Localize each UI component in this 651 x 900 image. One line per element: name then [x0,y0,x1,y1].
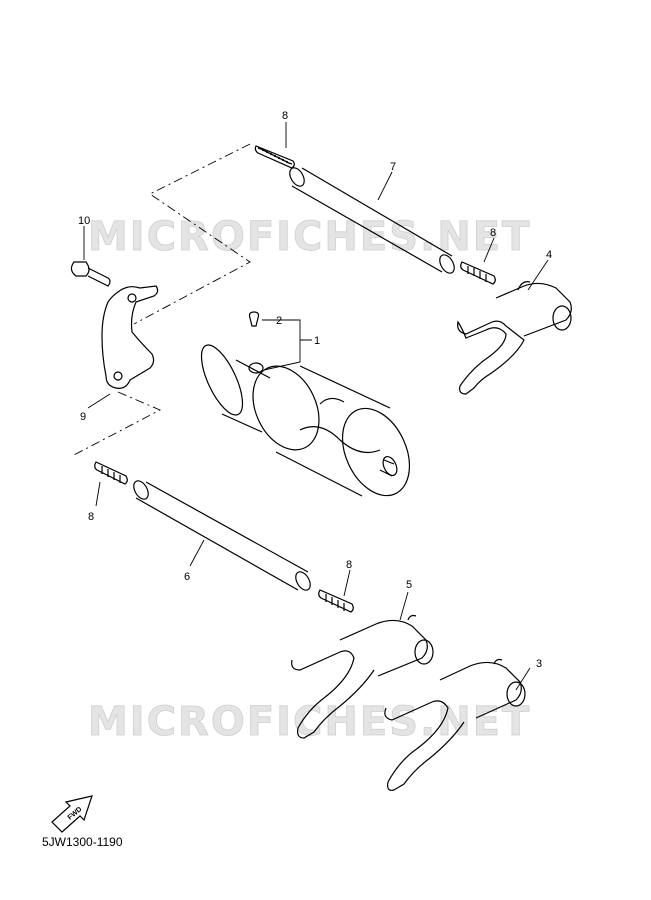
diagram-code: 5JW1300-1190 [42,835,123,849]
callout-6: 6 [184,571,190,583]
stopper-plate-9 [101,285,159,389]
watermark-top: MICROFICHES.NET [88,214,531,260]
callout-4: 4 [546,249,552,261]
spring-8-top [254,145,295,169]
callout-1: 1 [314,335,320,347]
bolt-10 [70,261,111,287]
fwd-label: FWD [67,806,84,822]
spring-8-left [94,461,128,485]
callout-5: 5 [406,579,412,591]
alignment-line-top [133,143,251,325]
shift-fork-3 [384,658,526,791]
spring-8-right [460,261,496,285]
leader-lines [83,122,549,691]
pin-2 [248,311,260,327]
shaft-6 [133,480,311,591]
callout-8-lower: 8 [346,559,352,571]
shift-fork-5 [291,614,434,739]
callout-9: 9 [80,411,86,423]
callout-2: 2 [276,315,282,327]
callout-3: 3 [536,658,542,670]
callout-8-top: 8 [282,110,288,122]
callout-8-left: 8 [88,511,94,523]
callout-7: 7 [390,161,396,173]
alignment-line-bottom [71,391,162,457]
shift-drum-1 [200,344,411,497]
callout-10: 10 [78,215,90,227]
fwd-arrow-icon: FWD [51,795,93,833]
shaft-7 [289,167,455,274]
callout-8-right: 8 [490,227,496,239]
spring-8-lower [318,589,354,613]
shift-fork-4 [457,281,572,395]
watermark-bottom: MICROFICHES.NET [88,699,531,745]
